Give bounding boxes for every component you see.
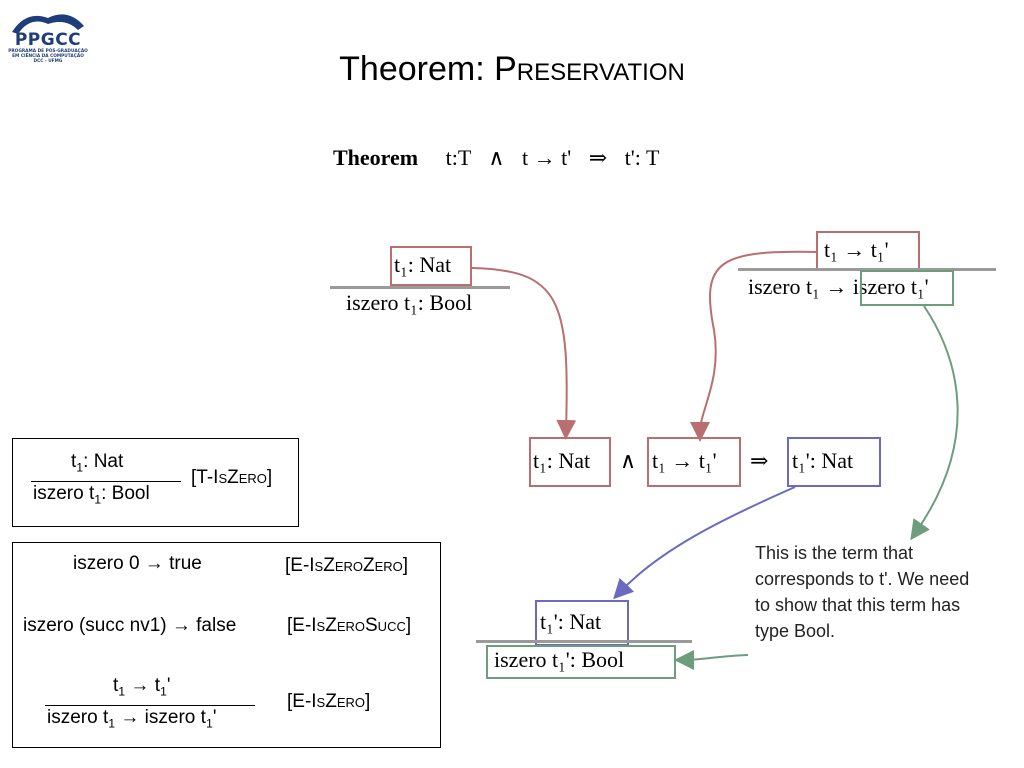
inference-bar-left	[330, 286, 510, 289]
eval-rule-1-label: [E-IsZeroZero]	[285, 555, 408, 577]
inference-bar-bottom	[476, 640, 692, 643]
arrow-green-left	[674, 649, 749, 670]
logo-wing-icon	[12, 14, 84, 35]
typing-conclusion-b: : Bool	[101, 483, 150, 504]
arrow-green-down	[910, 305, 959, 541]
eval-3-num-a: t	[113, 675, 119, 696]
callout-text: This is the term that corresponds to t'.…	[755, 543, 970, 641]
logo-line-2: EM CIÊNCIA DA COMPUTAÇÃO	[12, 54, 84, 59]
typing-premise-sub: 1	[76, 460, 84, 475]
eval-3-num-b: → t	[125, 675, 160, 696]
eval-2-sc: IsZeroSucc	[311, 615, 406, 636]
theorem-label: Theorem	[333, 145, 419, 170]
eval-rule-3-premise: t1 → t1'	[113, 675, 171, 697]
title-prefix: Theorem:	[339, 50, 495, 88]
slide-title: Theorem: Preservation	[0, 50, 1024, 89]
eval-rule-2: iszero (succ nv1) → false	[23, 615, 237, 636]
theorem-premise-1: t:T	[445, 145, 471, 170]
box-middle-c	[787, 437, 881, 487]
inference-bar-right	[738, 268, 996, 271]
eval-3-den-a: iszero t	[47, 707, 109, 728]
conclusion-right-a: iszero t₁	[748, 274, 820, 299]
typing-label-open: [T-	[191, 467, 214, 488]
eval-2-open: [E-	[287, 615, 312, 636]
typing-premise-a: t	[71, 451, 77, 472]
typing-rule-bar	[31, 481, 181, 482]
middle-c: t₁': Nat	[792, 448, 854, 473]
premise-left: t₁: Nat	[394, 252, 452, 277]
arrow-to-bottom	[613, 486, 796, 600]
and-symbol: ∧	[488, 145, 505, 170]
eval-3-num-sub2: 1	[160, 684, 167, 699]
eval-1-sc: IsZeroZero	[309, 555, 403, 576]
theorem-premise-2: t → t'	[522, 145, 572, 170]
eval-1-close: ]	[402, 555, 409, 576]
typing-premise-b: : Nat	[83, 451, 124, 472]
eval-rule-3-bar	[45, 705, 255, 706]
title-small-caps: Preservation	[494, 50, 685, 88]
logo-subtitle: PROGRAMA DE PÓS-GRADUAÇÃO EM CIÊNCIA DA …	[6, 49, 90, 69]
conclusion-left: iszero t₁: Bool	[346, 290, 473, 315]
eval-rule-3-conclusion: iszero t1 → iszero t1'	[47, 707, 216, 729]
typing-label-close: ]	[266, 467, 273, 488]
bottom-premise: t₁': Nat	[540, 609, 602, 634]
eval-3-den-b: → iszero t	[115, 707, 206, 728]
ppgcc-logo	[6, 4, 90, 64]
conclusion-right-b: iszero t₁'	[852, 274, 929, 299]
evaluation-rules-box: iszero 0 → true [E-IsZeroZero] iszero (s…	[12, 542, 441, 748]
typing-conclusion-a: iszero t	[33, 483, 95, 504]
box-middle-b	[647, 437, 741, 487]
eval-3-num-c: '	[166, 675, 171, 696]
box-bottom-conclusion	[486, 645, 676, 679]
eval-3-open: [E-	[287, 691, 312, 712]
eval-2-close: ]	[405, 615, 412, 636]
eval-3-num-sub1: 1	[118, 684, 126, 699]
eval-3-close: ]	[365, 691, 371, 712]
box-premise-left	[390, 246, 472, 286]
middle-b: t₁ → t₁'	[652, 448, 717, 473]
arrow-premise-right	[690, 250, 819, 442]
typing-label-sc: IsZero	[213, 467, 267, 488]
box-green-term	[860, 270, 954, 306]
middle-a: t₁: Nat	[533, 448, 591, 473]
conclusion-right: iszero t₁ → iszero t₁'	[748, 274, 929, 300]
conclusion-right-arrow: →	[825, 274, 848, 299]
typing-rule-label: [T-IsZero]	[191, 467, 272, 489]
typing-rule-premise: t1: Nat	[71, 451, 123, 473]
eval-rule-3-label: [E-IsZero]	[287, 691, 370, 713]
eval-3-den-sub2: 1	[205, 716, 213, 731]
eval-1-open: [E-	[285, 555, 310, 576]
typing-conclusion-sub: 1	[94, 492, 102, 507]
eval-rule-2-label: [E-IsZeroSucc]	[287, 615, 411, 637]
arrow-premise-left	[471, 267, 577, 440]
bottom-conclusion: iszero t₁': Bool	[494, 647, 625, 672]
premise-right: t₁ → t₁'	[824, 237, 889, 262]
theorem-conclusion: t': T	[624, 145, 660, 170]
theorem-statement: Theorem t:T ∧ t → t' ⇒ t': T	[333, 145, 659, 171]
eval-3-sc: IsZero	[311, 691, 366, 712]
typing-rule-conclusion: iszero t1: Bool	[33, 483, 150, 505]
logo-line-1: PROGRAMA DE PÓS-GRADUAÇÃO	[8, 49, 88, 54]
logo-title: PPGCC	[14, 30, 82, 50]
eval-3-den-c: '	[212, 707, 217, 728]
implies-symbol: ⇒	[588, 145, 608, 170]
eval-3-den-sub1: 1	[108, 716, 116, 731]
typing-rule-box: t1: Nat iszero t1: Bool [T-IsZero]	[12, 438, 299, 527]
logo-line-3: DCC - UFMG	[33, 59, 63, 64]
middle-and: ∧	[620, 448, 637, 473]
box-middle-a	[529, 437, 611, 487]
eval-rule-1: iszero 0 → true	[73, 553, 202, 574]
middle-implies: ⇒	[750, 448, 769, 473]
